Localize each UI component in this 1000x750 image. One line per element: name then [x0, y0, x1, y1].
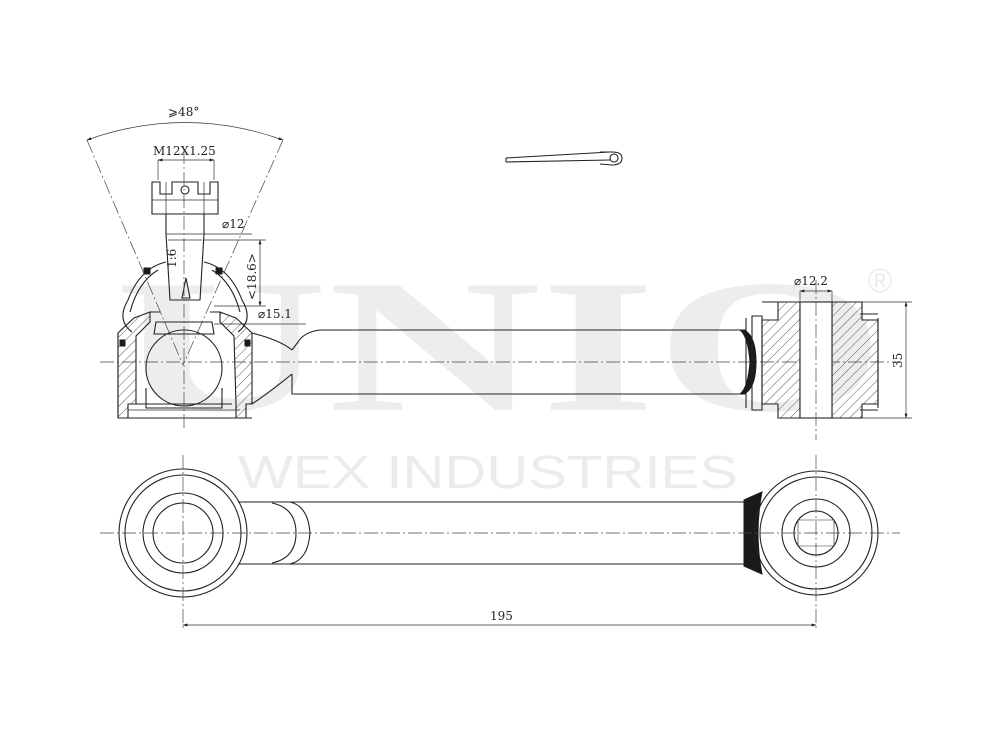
angle-label: ⩾48°: [168, 105, 199, 119]
bush-dia-label: ⌀12.2: [794, 274, 828, 288]
cotter-pin: [505, 151, 623, 166]
watermark-company: WEX INDUSTRIES: [238, 446, 738, 498]
watermark-registered: ®: [867, 262, 892, 300]
ball-dia-label: ⌀15.1: [258, 307, 292, 321]
top-view: 195: [100, 455, 900, 630]
thread-label: M12X1.25: [153, 144, 216, 158]
taper-length-label: <18.6>: [245, 253, 259, 300]
bush-height-label: 35: [891, 353, 905, 368]
taper-label: 1:6: [165, 249, 179, 268]
section-view: ⩾48° M12X1.25 1:6 ⌀12 <18.6> ⌀15.1: [86, 105, 912, 440]
stud-dia-label: ⌀12: [222, 217, 245, 231]
length-label: 195: [490, 609, 513, 623]
